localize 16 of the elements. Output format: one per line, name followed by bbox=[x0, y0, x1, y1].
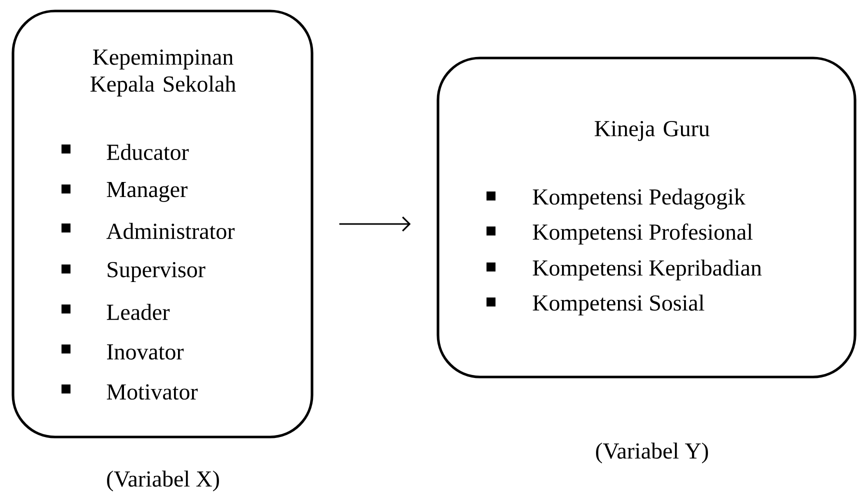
list-item: Kompetensi Profesional bbox=[486, 223, 753, 244]
list-item: Kompetensi Sosial bbox=[486, 294, 704, 316]
heading: Kepemimpinan Kepala Sekolah bbox=[90, 50, 236, 96]
variable-label: (Variabel X) bbox=[107, 470, 219, 492]
list-item: Kompetensi Pedagogik bbox=[486, 188, 746, 210]
list-item: Manager bbox=[62, 182, 188, 202]
heading: Kineja Guru bbox=[594, 120, 710, 141]
list-item: Inovator bbox=[62, 344, 184, 360]
variable-label: (Variabel Y) bbox=[596, 442, 708, 464]
arrow bbox=[339, 216, 411, 232]
list-item: Administrator bbox=[62, 222, 235, 240]
list-item: Educator bbox=[62, 144, 189, 160]
list-item: Motivator bbox=[62, 384, 198, 400]
list-item: Kompetensi Kepribadian bbox=[486, 260, 762, 280]
list-item: Leader bbox=[62, 304, 170, 320]
list-item: Supervisor bbox=[62, 262, 206, 282]
